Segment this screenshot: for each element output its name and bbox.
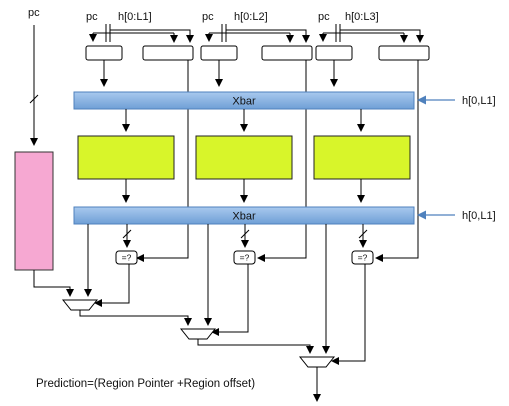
xbar-bottom	[73, 206, 415, 225]
region-pointer-table	[14, 151, 54, 271]
comparator-2	[233, 250, 256, 265]
prediction-caption: Prediction=(Region Pointer +Region offse…	[36, 378, 256, 390]
bank-3	[313, 135, 411, 180]
bank2-index-hash	[200, 45, 238, 61]
mux2-to-mux3	[197, 339, 314, 354]
mux-2	[179, 328, 217, 340]
b2-tag-wire	[257, 60, 307, 262]
comparator-3	[351, 250, 374, 265]
bus-slash	[29, 94, 39, 104]
bank2-hist-label: h[0:L2]	[234, 11, 268, 23]
slash-cmp1	[122, 229, 132, 239]
bank-2	[195, 135, 293, 180]
mux-3	[298, 356, 336, 368]
bank3-index-hash	[315, 45, 353, 61]
mux1-to-mux2	[79, 310, 192, 326]
cmp2-select	[211, 264, 249, 336]
b3-arrow-c	[348, 29, 424, 43]
comparator-3-label: =?	[358, 253, 368, 263]
pc-label-left: pc	[28, 7, 40, 19]
slash-cmp2	[240, 229, 250, 239]
bank2-tag-hash	[261, 45, 313, 61]
b1-arrow-c	[118, 29, 194, 43]
bank1-pc-label: pc	[86, 11, 98, 23]
bank1-tag-hash	[142, 45, 194, 61]
table-to-mux1	[33, 270, 74, 297]
bank3-pc-label: pc	[318, 11, 330, 23]
b3-tag-wire	[375, 60, 419, 262]
comparator-1-label: =?	[122, 253, 132, 263]
hist-bottom-right-label: h[0,L1]	[462, 210, 496, 222]
cmp1-select	[94, 264, 130, 307]
xbar-bottom-label: Xbar	[232, 211, 256, 223]
bank3-tag-hash	[378, 45, 430, 61]
b2-arrow-c	[234, 29, 310, 43]
cmp3-select	[331, 264, 366, 365]
hist-top-right-label: h[0,L1]	[462, 95, 496, 107]
slash-cmp3	[358, 229, 368, 239]
bank2-pc-label: pc	[202, 11, 214, 23]
b1-tag-wire	[136, 60, 189, 262]
comparator-1	[115, 250, 138, 265]
bank1-index-hash	[85, 45, 123, 61]
mux-1	[61, 299, 99, 311]
bank3-hist-label: h[0:L3]	[345, 11, 379, 23]
bank-1	[77, 135, 175, 180]
bank1-hist-label: h[0:L1]	[118, 11, 152, 23]
comparator-2-label: =?	[240, 253, 250, 263]
xbar-top-label: Xbar	[232, 96, 256, 108]
